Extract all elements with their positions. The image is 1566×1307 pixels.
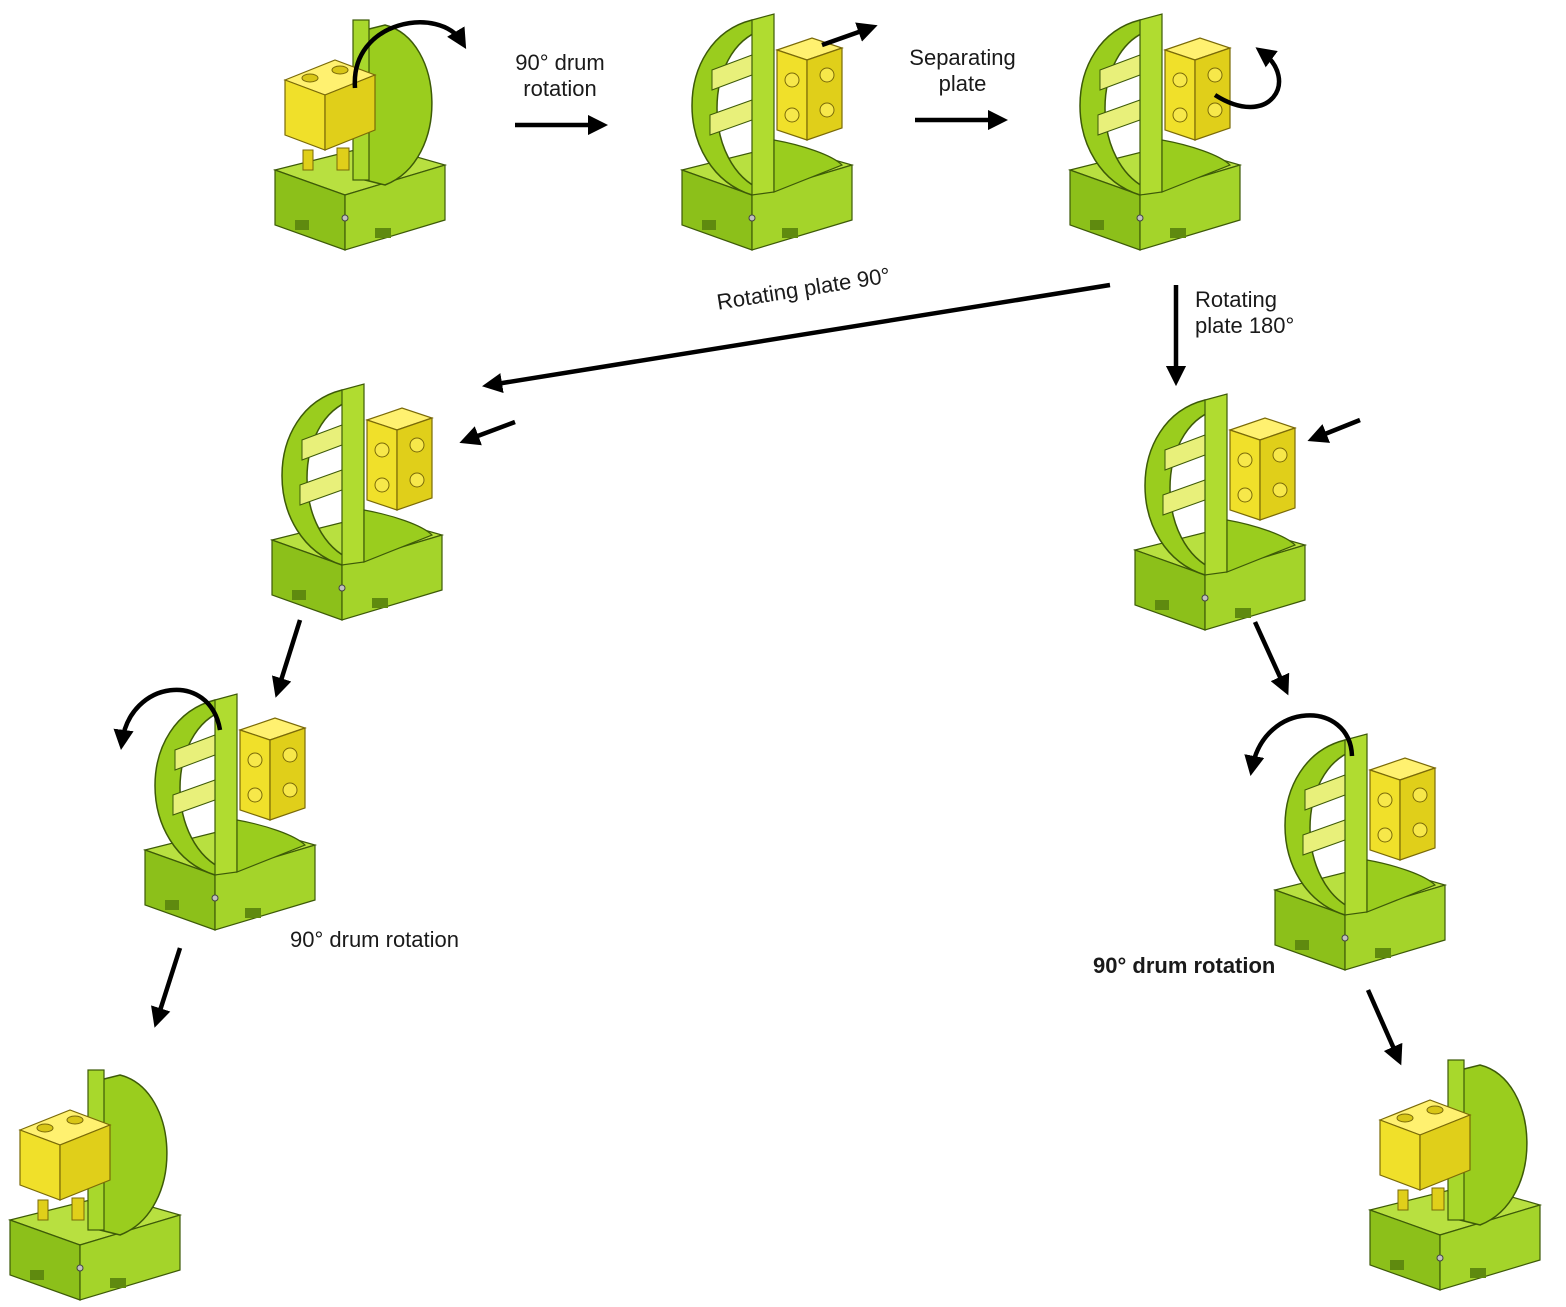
arrow-separate-plate — [821, 22, 878, 48]
label-drum-rotation-right: 90° drum rotation — [1093, 953, 1276, 978]
label-rotating-plate-180: Rotating plate 180° — [1195, 287, 1295, 338]
fixture-step-4-right — [1134, 393, 1306, 631]
arrow-left-down-1 — [271, 619, 303, 698]
fixture-step-6-right — [1369, 1059, 1541, 1291]
rotate-arrow-left — [113, 687, 223, 751]
label-drum-rotation-1: 90° drum rotation — [515, 50, 605, 101]
fixture-step-4-left — [271, 383, 443, 621]
fixture-step-5-left — [144, 693, 316, 931]
arrow-right-down-2 — [1365, 989, 1403, 1066]
arrow-left-down-2 — [151, 947, 183, 1028]
fixture-step-6-left — [9, 1069, 181, 1301]
fixture-step-2 — [681, 13, 853, 251]
label-separating-plate: Separating plate — [909, 45, 1016, 96]
arrow-push-left — [459, 419, 516, 446]
arrow-rotating-plate-90 — [482, 282, 1111, 394]
rotate-arrow-step3 — [1213, 47, 1282, 110]
rotate-arrow-step1 — [352, 20, 467, 89]
fixture-step-5-right — [1274, 733, 1446, 971]
rotate-arrow-right — [1244, 713, 1355, 776]
label-drum-rotation-left: 90° drum rotation — [290, 927, 459, 952]
fixture-step-3 — [1069, 13, 1241, 251]
flow-arrows — [113, 20, 1403, 1066]
arrow-push-right — [1307, 417, 1361, 443]
arrow-right-down-1 — [1252, 621, 1290, 696]
